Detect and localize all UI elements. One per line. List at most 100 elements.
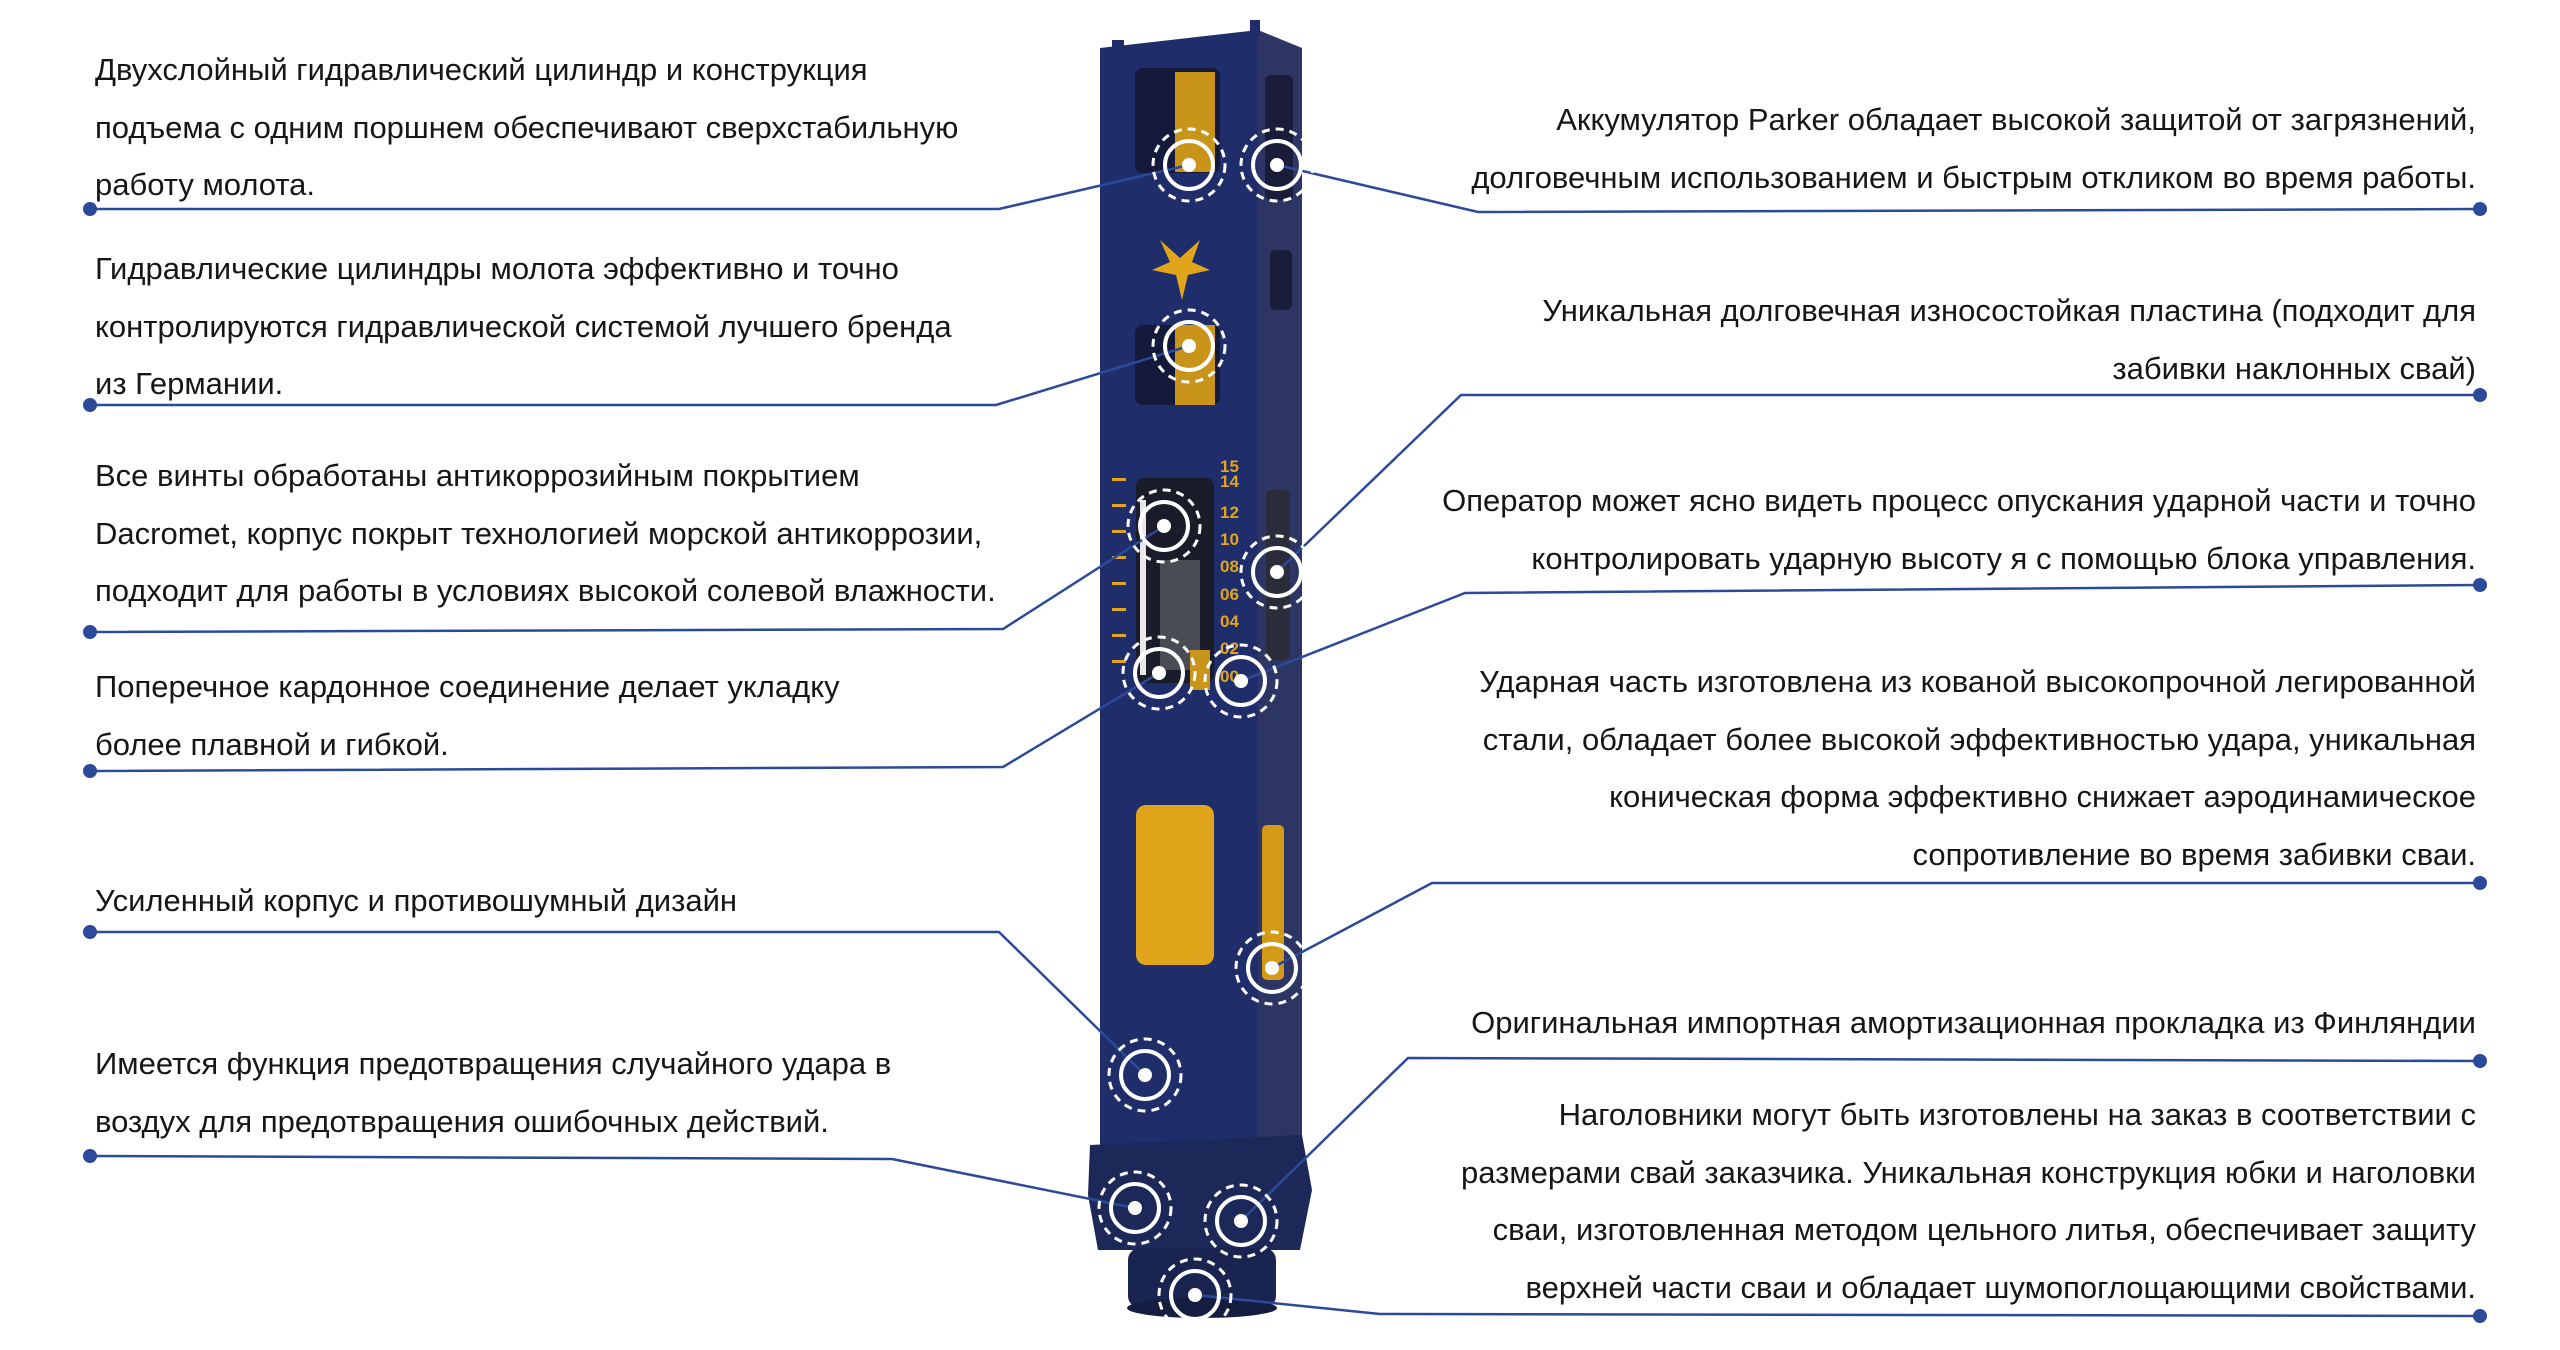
hotspot-dot	[1182, 339, 1196, 353]
leader-end-dot	[83, 625, 97, 639]
leader-end-dot	[2473, 388, 2487, 402]
leader-end-dot	[2473, 578, 2487, 592]
scale-tick	[1112, 556, 1126, 559]
hotspot-dot	[1265, 961, 1279, 975]
hotspot-ring	[1133, 647, 1185, 699]
hotspot-ring	[1215, 655, 1267, 707]
hotspot-ring	[1163, 139, 1215, 191]
callout-right-3: Оператор может ясно видеть процесс опуск…	[1442, 472, 2476, 587]
hotspot-ring	[1169, 1269, 1221, 1321]
hotspot-ring	[1109, 1182, 1161, 1234]
callout-text: сопротивление во время забивки сваи.	[1912, 836, 2476, 872]
leader-line	[1276, 393, 2480, 573]
scale-label: 10	[1220, 530, 1239, 549]
callout-text: Наголовники могут быть изготовлены на за…	[1558, 1097, 2476, 1132]
callout-text: из Германии.	[95, 366, 284, 401]
leader-end-dot	[2473, 202, 2487, 216]
callout-text: долговечным использованием и быстрым отк…	[1471, 159, 2476, 195]
callout-text: забивки наклонных свай)	[2112, 350, 2476, 386]
hotspot-ring	[1119, 1049, 1171, 1101]
scale-tick	[1112, 478, 1126, 481]
leader-line	[89, 671, 1160, 773]
leader-end-dot	[83, 764, 97, 778]
callout-text: Оператор может ясно видеть процесс опуск…	[1442, 483, 2476, 518]
hotspot-dashed-ring	[1239, 534, 1315, 610]
hotspot-ring	[1138, 500, 1190, 552]
leader-line	[90, 930, 1146, 1076]
leader-line	[1271, 881, 2480, 970]
hotspot-ring	[1163, 320, 1215, 372]
leader-end-dot	[83, 925, 97, 939]
callout-text: стали, обладает более высокой эффективно…	[1482, 721, 2476, 757]
hotspot-dot	[1157, 519, 1171, 533]
hotspot-dashed-ring	[1203, 1183, 1279, 1259]
hotspot-dashed-ring	[1203, 643, 1279, 719]
hotspot-dashed-ring	[1121, 635, 1197, 711]
hotspot-dot	[1152, 666, 1166, 680]
callout-right-2: Уникальная долговечная износостойкая пла…	[1542, 282, 2476, 397]
callout-left-1: Двухслойный гидравлический цилиндр и кон…	[95, 41, 958, 214]
hotspot-dot	[1270, 158, 1284, 172]
hotspot-dot	[1128, 1201, 1142, 1215]
callout-left-2: Гидравлические цилиндры молота эффективн…	[95, 240, 952, 413]
leader-line	[1240, 583, 2481, 683]
leader-end-dot	[2473, 876, 2487, 890]
callout-text: Усиленный корпус и противошумный дизайн	[95, 883, 738, 918]
callout-right-1: Аккумулятор Parker обладает высокой защи…	[1471, 91, 2476, 206]
scale-tick	[1112, 530, 1126, 533]
callout-text: размерами свай заказчика. Уникальная кон…	[1461, 1154, 2476, 1190]
hotspot-dashed-ring	[1157, 1257, 1233, 1333]
callout-text: Имеется функция предотвращения случайног…	[95, 1046, 892, 1081]
scale-tick	[1112, 504, 1126, 507]
hotspot-dot	[1182, 158, 1196, 172]
scale-tick	[1112, 582, 1126, 585]
hotspot-ring	[1251, 139, 1303, 191]
callout-text: Dacromet, корпус покрыт технологией морс…	[95, 515, 983, 551]
leader-end-dot	[83, 202, 97, 216]
callout-text: Ударная часть изготовлена из кованой выс…	[1479, 664, 2476, 699]
leader-line	[89, 1154, 1136, 1210]
hotspot-dot	[1188, 1288, 1202, 1302]
callout-text: Все винты обработаны антикоррозийным пок…	[95, 458, 860, 493]
hotspot-ring	[1246, 942, 1298, 994]
scale-label: 06	[1220, 585, 1239, 604]
callout-text: коническая форма эффективно снижает аэро…	[1609, 779, 2476, 814]
hotspot-dashed-ring	[1126, 488, 1202, 564]
hotspot-dashed-ring	[1107, 1037, 1183, 1113]
callout-text: работу молота.	[95, 167, 316, 202]
hotspot-ring	[1215, 1195, 1267, 1247]
scale-label: 15	[1220, 457, 1239, 476]
hotspots	[1097, 127, 1315, 1333]
leader-line	[90, 344, 1190, 407]
callout-left-4: Поперечное кардонное соединение делает у…	[95, 658, 840, 773]
leader-line	[1276, 163, 2481, 214]
leader-line	[90, 163, 1190, 211]
hotspot-dot	[1234, 674, 1248, 688]
hotspot-dot	[1138, 1068, 1152, 1082]
callout-left-6: Имеется функция предотвращения случайног…	[95, 1035, 891, 1150]
hotspot-dashed-ring	[1239, 127, 1315, 203]
leader-end-dot	[83, 1149, 97, 1163]
callout-right-6: Наголовники могут быть изготовлены на за…	[1461, 1086, 2476, 1316]
callout-text: Гидравлические цилиндры молота эффективн…	[95, 251, 899, 286]
leader-line	[1240, 1056, 2481, 1222]
callout-text: контролируются гидравлической системой л…	[95, 308, 952, 344]
leader-end-dot	[83, 398, 97, 412]
callout-right-4: Ударная часть изготовлена из кованой выс…	[1479, 653, 2476, 883]
hotspot-dashed-ring	[1151, 308, 1227, 384]
scale-tick	[1112, 660, 1126, 663]
callout-text: сваи, изготовленная методом цельного лит…	[1492, 1212, 2476, 1247]
callout-text: воздух для предотвращения ошибочных дейс…	[95, 1103, 829, 1139]
callout-text: подъема с одним поршнем обеспечивают све…	[95, 109, 959, 145]
hotspot-dashed-ring	[1097, 1170, 1173, 1246]
callout-text: Двухслойный гидравлический цилиндр и кон…	[95, 52, 868, 87]
leader-line	[1194, 1293, 2481, 1318]
scale-label: 02	[1220, 639, 1239, 658]
scale-label: 12	[1220, 503, 1239, 522]
callout-text: Поперечное кардонное соединение делает у…	[95, 669, 840, 704]
brand-logo	[1152, 240, 1210, 300]
scale-tick	[1112, 634, 1126, 637]
leader-end-dot	[2473, 1309, 2487, 1323]
